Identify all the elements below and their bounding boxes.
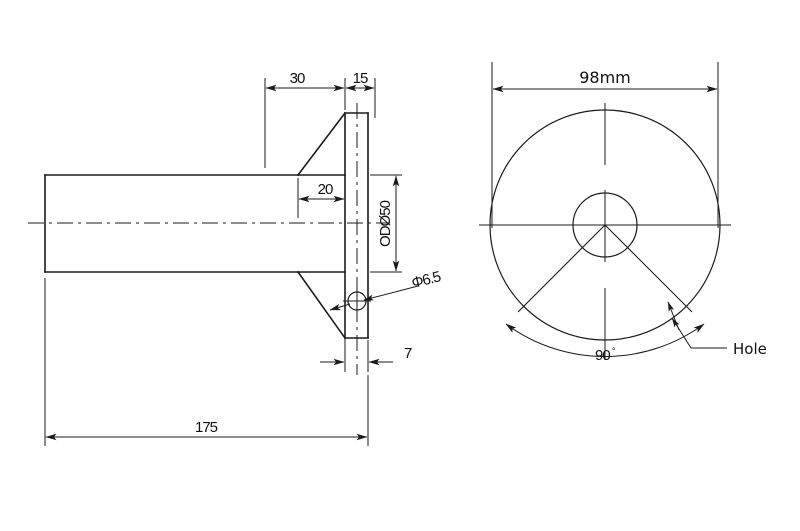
note-hole-group: Hole xyxy=(667,301,767,358)
dim-label-30: 30 xyxy=(290,70,305,87)
taper-arm-lower xyxy=(296,270,347,340)
dim-label-175: 175 xyxy=(195,419,218,436)
dim-98mm-group: 98mm xyxy=(491,62,719,228)
dim-30-15-group: 30 15 xyxy=(264,70,376,168)
dim-label-90deg-group: 90 ° xyxy=(595,346,616,364)
dim-label-od50: ODØ50 xyxy=(377,200,394,247)
dim-od50-group: ODØ50 xyxy=(370,174,402,273)
taper-arm-upper xyxy=(296,111,347,177)
degree-symbol-icon: ° xyxy=(612,346,616,356)
dim-label-7: 7 xyxy=(404,345,412,362)
note-label-hole: Hole xyxy=(733,340,767,358)
dim-label-d65: Φ6.5 xyxy=(410,268,443,292)
side-elevation-view: 30 15 20 ODØ50 Φ6.5 xyxy=(28,70,443,446)
angular-dim-arc-90 xyxy=(505,323,705,358)
leader-line-hole-secondary xyxy=(667,301,680,331)
shaft-body-outline xyxy=(44,174,299,273)
dim-label-98mm: 98mm xyxy=(579,68,631,87)
dim-label-20: 20 xyxy=(318,181,333,198)
dim-label-15: 15 xyxy=(353,70,368,87)
dim-7-group: 7 xyxy=(320,338,413,372)
leader-line-d65-right xyxy=(363,285,419,301)
dim-label-90: 90 xyxy=(595,347,610,364)
mounting-hole xyxy=(343,287,371,315)
angle-leg-right xyxy=(604,224,693,313)
dim-175-group: 175 xyxy=(44,278,369,446)
front-circular-view: 90 ° 98mm Hole xyxy=(479,62,767,364)
dim-20-group: 20 xyxy=(297,178,346,218)
taper-arms xyxy=(296,111,347,340)
shaft-step-block xyxy=(297,174,346,273)
leader-line-d65-left xyxy=(329,303,351,311)
dim-d65-group: Φ6.5 xyxy=(329,268,443,311)
angle-leg-left xyxy=(517,224,606,313)
leader-line-hole xyxy=(671,317,727,349)
